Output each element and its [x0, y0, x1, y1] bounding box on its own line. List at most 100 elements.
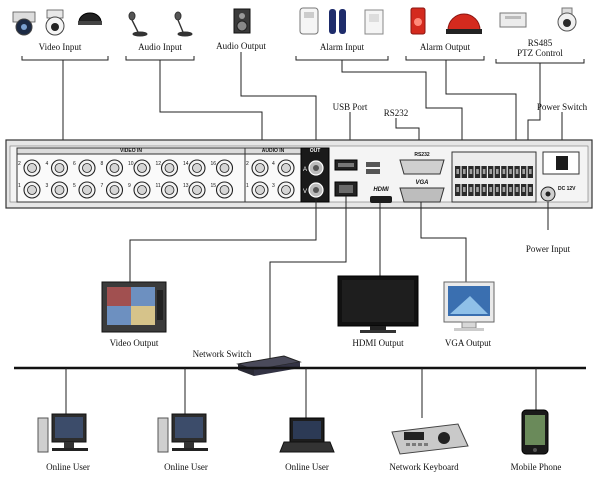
label-ptz-control: PTZ Control [517, 48, 563, 58]
label-online-user-2: Online User [164, 462, 208, 472]
terminal-screw [522, 169, 525, 174]
bnc-channel-number: 1 [246, 183, 249, 189]
label-network-switch: Network Switch [192, 349, 252, 359]
bnc-channel-number: 13 [183, 183, 189, 189]
terminal-screw [482, 169, 486, 174]
panel-audio-in-label: AUDIO IN [261, 148, 285, 154]
terminal-screw [509, 187, 512, 192]
terminal-screw [496, 169, 499, 174]
bnc-connector-core [54, 163, 65, 173]
speaker-icon [233, 8, 251, 34]
bnc-channel-number: 16 [211, 161, 217, 167]
bnc-connector-core [137, 185, 147, 195]
alarm-siren-icons [410, 7, 482, 35]
online-user-pc-1-icon [37, 413, 88, 453]
bnc-connector-core [27, 185, 37, 195]
label-alarm-input: Alarm Input [319, 42, 365, 52]
panel-vga-label: VGA [415, 180, 429, 186]
terminal-screw [469, 187, 473, 192]
terminal-screw [463, 187, 466, 192]
label-mobile-phone: Mobile Phone [510, 462, 562, 472]
terminal-screw [476, 169, 479, 174]
panel-dc-label: DC 12V [558, 186, 576, 192]
label-audio-output: Audio Output [216, 41, 266, 51]
bnc-connector-core [281, 163, 291, 173]
label-rs232: RS232 [383, 108, 409, 118]
terminal-screw [482, 187, 486, 192]
terminal-screw [529, 187, 532, 192]
bnc-connector-core [219, 185, 230, 195]
terminal-screw [509, 169, 512, 174]
panel-out-label: OUT [309, 148, 321, 154]
online-user-pc-2-icon [157, 413, 208, 453]
bnc-channel-number: 15 [211, 183, 217, 189]
label-power-input: Power Input [525, 244, 571, 254]
bnc-channel-number: 2 [18, 161, 21, 167]
panel-out-v-label: V [303, 189, 308, 195]
terminal-screw [489, 169, 492, 174]
terminal-screw [515, 169, 519, 174]
bnc-connector-core [82, 163, 92, 173]
label-power-switch: Power Switch [536, 102, 588, 112]
label-rs485: RS485 [527, 38, 553, 48]
network-keyboard-icon [391, 423, 469, 455]
bnc-connector-core [109, 163, 120, 173]
bnc-connector-core [27, 163, 37, 173]
bnc-channel-number: 6 [73, 161, 76, 167]
terminal-screw [456, 169, 459, 174]
terminal-screw [522, 187, 525, 192]
bnc-channel-number: 1 [18, 183, 21, 189]
bnc-connector-core [137, 163, 147, 173]
bnc-connector-core [164, 185, 175, 195]
top-label-brackets [21, 56, 585, 64]
alarm-sensor-icons [299, 7, 384, 35]
bnc-channel-number: 4 [272, 161, 275, 167]
label-vga-output: VGA Output [444, 338, 492, 348]
terminal-screw [502, 187, 506, 192]
terminal-screw [489, 187, 492, 192]
bnc-channel-number: 9 [128, 183, 131, 189]
bnc-connector-core [281, 185, 291, 195]
label-network-keyboard: Network Keyboard [389, 462, 459, 472]
terminal-screw [456, 187, 459, 192]
bnc-channel-number: 12 [156, 161, 162, 167]
terminal-screw [529, 169, 532, 174]
label-audio-input: Audio Input [138, 42, 182, 52]
label-online-user-3: Online User [285, 462, 329, 472]
label-video-output: Video Output [109, 338, 159, 348]
terminal-screw [463, 169, 466, 174]
terminal-screw [496, 187, 499, 192]
bnc-channel-number: 4 [46, 161, 49, 167]
network-drop-lines [65, 368, 537, 418]
bnc-connector-core [255, 163, 265, 173]
bnc-channel-number: 14 [183, 161, 189, 167]
bnc-channel-number: 5 [73, 183, 76, 189]
online-user-laptop-icon [279, 417, 335, 453]
label-alarm-output: Alarm Output [419, 42, 471, 52]
bnc-connector-core [192, 185, 202, 195]
label-hdmi-output: HDMI Output [352, 338, 404, 348]
panel-video-in-label: VIDEO IN [120, 148, 142, 154]
microphone-icons [128, 11, 193, 37]
label-video-input: Video Input [38, 42, 82, 52]
vga-monitor-icon [443, 281, 495, 331]
bnc-connector-core [219, 163, 230, 173]
bnc-connector-core [109, 185, 120, 195]
bottom-connection-lines [129, 196, 549, 358]
bnc-channel-number: 3 [272, 183, 275, 189]
top-connection-lines [62, 52, 563, 164]
camera-icons [12, 9, 102, 36]
terminal-screw [469, 169, 473, 174]
bnc-channel-number: 7 [101, 183, 104, 189]
bnc-channel-number: 11 [156, 183, 161, 189]
terminal-screw [476, 187, 479, 192]
ptz-camera-icons [499, 7, 577, 32]
bnc-connector-core [192, 163, 202, 173]
video-output-monitor-icon [101, 281, 167, 333]
panel-out-a-label: A [303, 167, 308, 173]
bnc-connector-core [54, 185, 65, 195]
